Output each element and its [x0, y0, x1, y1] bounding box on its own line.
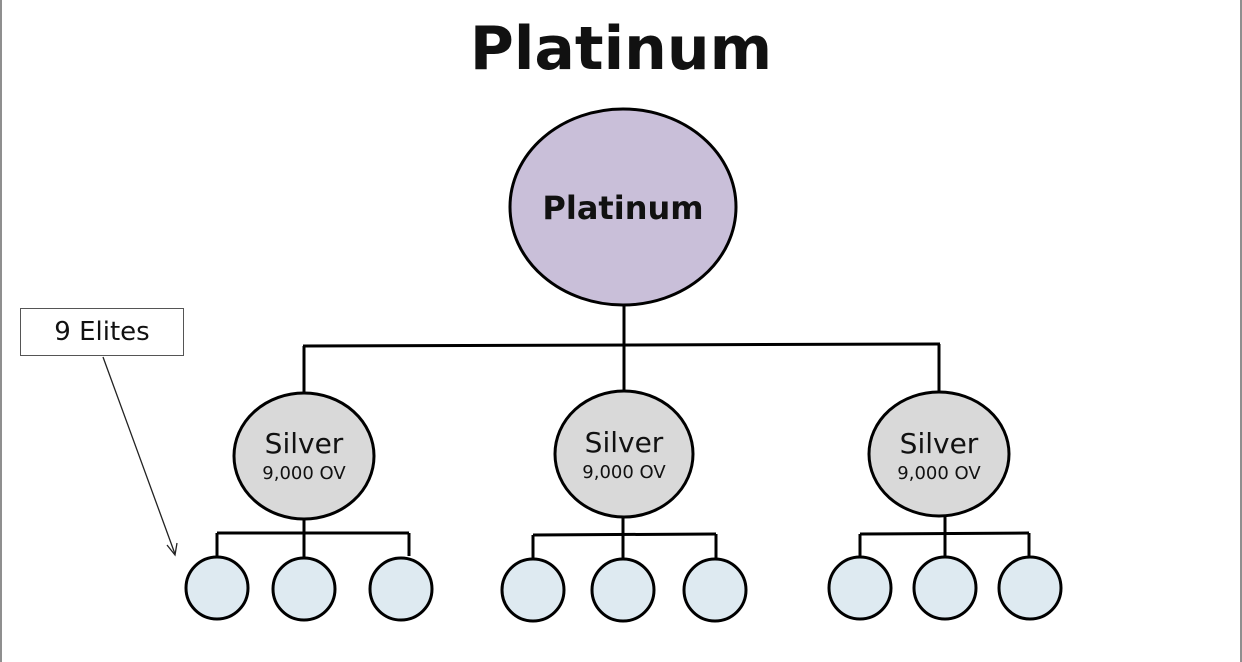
- silver-node-shape: [867, 390, 1011, 518]
- silver-bus: [302, 342, 941, 348]
- silver-node-volume: 9,000 OV: [582, 462, 666, 483]
- silver-node: Silver 9,000 OV: [827, 390, 1063, 621]
- slide-border-right: [1240, 0, 1242, 662]
- silver-node-volume: 9,000 OV: [262, 463, 346, 484]
- silver-node-label: Silver: [900, 427, 979, 460]
- silver-node: Silver 9,000 OV: [500, 389, 748, 623]
- elite-node: [500, 557, 566, 623]
- silver-node: Silver 9,000 OV: [184, 391, 434, 622]
- elite-node: [827, 555, 893, 621]
- elite-node: [271, 556, 337, 622]
- elite-node: [912, 555, 978, 621]
- callout-arrow-line: [102, 356, 176, 555]
- leaf-connectors: [215, 518, 411, 557]
- callout-box: 9 Elites: [20, 308, 184, 356]
- page-title: Platinum: [469, 14, 773, 84]
- root-node-label: Platinum: [542, 189, 703, 227]
- silver-node-volume: 9,000 OV: [897, 463, 981, 484]
- leaf-bus: [532, 532, 717, 537]
- root-node-shape: [508, 107, 738, 307]
- silver-node-label: Silver: [585, 426, 664, 459]
- elite-node: [997, 555, 1063, 621]
- leaf-connectors: [858, 515, 1031, 557]
- leaf-bus: [859, 531, 1030, 536]
- elite-node: [368, 556, 434, 622]
- leaf-connectors: [531, 516, 718, 558]
- elite-node: [184, 555, 250, 621]
- silver-node-label: Silver: [265, 427, 344, 460]
- callout-label: 9 Elites: [54, 317, 150, 347]
- callout-arrow: [102, 356, 178, 557]
- elite-node: [590, 557, 656, 623]
- slide-border-left: [0, 0, 2, 662]
- root-connectors: [302, 305, 941, 393]
- root-node: Platinum: [508, 107, 738, 307]
- silver-node-shape: [232, 391, 376, 521]
- silver-node-shape: [553, 389, 695, 519]
- elite-node: [682, 557, 748, 623]
- arrowhead-icon: [166, 542, 178, 557]
